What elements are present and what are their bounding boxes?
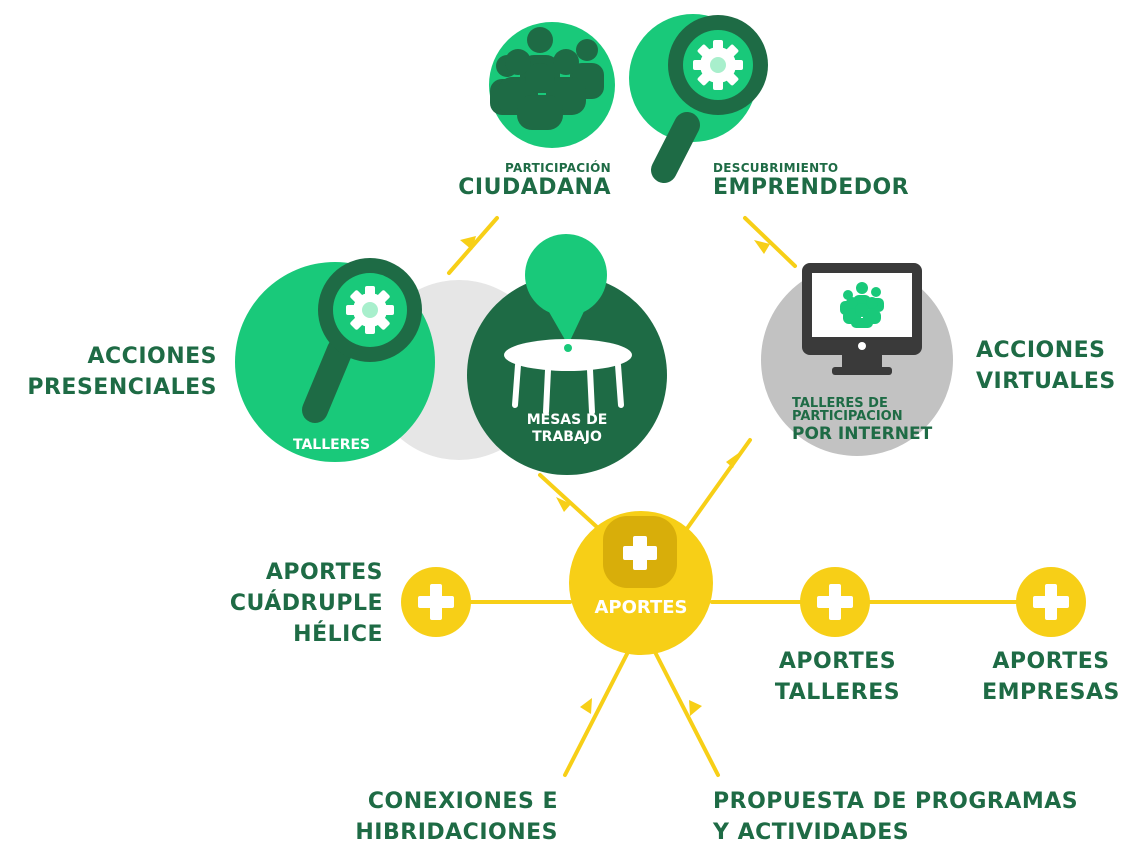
connector-aportes-propuesta: [653, 650, 720, 777]
aportes-cuadruple-line3: HÉLICE: [293, 622, 383, 647]
magnifier-gear-icon: [235, 258, 435, 462]
connector-descubrimiento-virtuales: [743, 216, 797, 268]
descubrimiento-small-label: DESCUBRIMIENTO: [713, 161, 839, 175]
virtuales-label-line1: ACCIONES: [976, 338, 1106, 363]
presenciales-label-line2: PRESENCIALES: [27, 375, 217, 400]
connector-aportes-conexiones: [563, 650, 630, 777]
arrowheads: [460, 236, 770, 716]
mesas-label-line2: TRABAJO: [532, 429, 602, 445]
table-pin-icon: [467, 234, 667, 475]
participacion-big-label: CIUDADANA: [458, 175, 611, 200]
connector-virtuales-aportes: [684, 438, 752, 532]
mesas-label-line1: MESAS DE: [526, 412, 608, 428]
connector-mesas-aportes: [538, 473, 600, 530]
descubrimiento-big-label: EMPRENDEDOR: [713, 175, 910, 200]
arrowhead: [689, 700, 702, 716]
virtuales-talleres-line2: PARTICIPACION: [792, 409, 903, 424]
aportes-talleres-line2: TALLERES: [774, 680, 901, 705]
propuesta-line1: PROPUESTA DE PROGRAMAS: [713, 789, 1079, 814]
presenciales-label-line1: ACCIONES: [87, 344, 217, 369]
plus-icon: [800, 567, 870, 637]
arrowhead: [556, 497, 571, 512]
conexiones-line1: CONEXIONES E: [367, 789, 558, 814]
talleres-label: TALLERES: [293, 437, 371, 453]
participacion-small-label: PARTICIPACIÓN: [505, 161, 611, 175]
arrowhead: [754, 240, 770, 254]
conexiones-line2: HIBRIDACIONES: [355, 820, 558, 845]
arrowhead: [726, 452, 740, 468]
aportes-empresas-line1: APORTES: [992, 649, 1110, 674]
arrowhead: [460, 236, 476, 250]
connectors: [447, 216, 1020, 777]
magnifier-gear-icon: [629, 14, 768, 183]
virtuales-talleres-line3: POR INTERNET: [792, 424, 933, 444]
aportes-empresas-line2: EMPRESAS: [982, 680, 1120, 705]
propuesta-line2: Y ACTIVIDADES: [713, 820, 910, 845]
plus-icon: [401, 567, 471, 637]
virtuales-talleres-line1: TALLERES DE: [792, 396, 888, 411]
aportes-cuadruple-line2: CUÁDRUPLE: [229, 591, 383, 616]
people-icon: [489, 22, 615, 148]
plus-icon: [1016, 567, 1086, 637]
monitor-people-icon: [761, 263, 953, 456]
aportes-cuadruple-line1: APORTES: [265, 560, 383, 585]
aportes-center-label: APORTES: [594, 597, 688, 618]
arrowhead: [580, 698, 592, 714]
virtuales-label-line2: VIRTUALES: [976, 369, 1116, 394]
aportes-talleres-line1: APORTES: [778, 649, 897, 674]
aportes-hub: [569, 511, 713, 655]
